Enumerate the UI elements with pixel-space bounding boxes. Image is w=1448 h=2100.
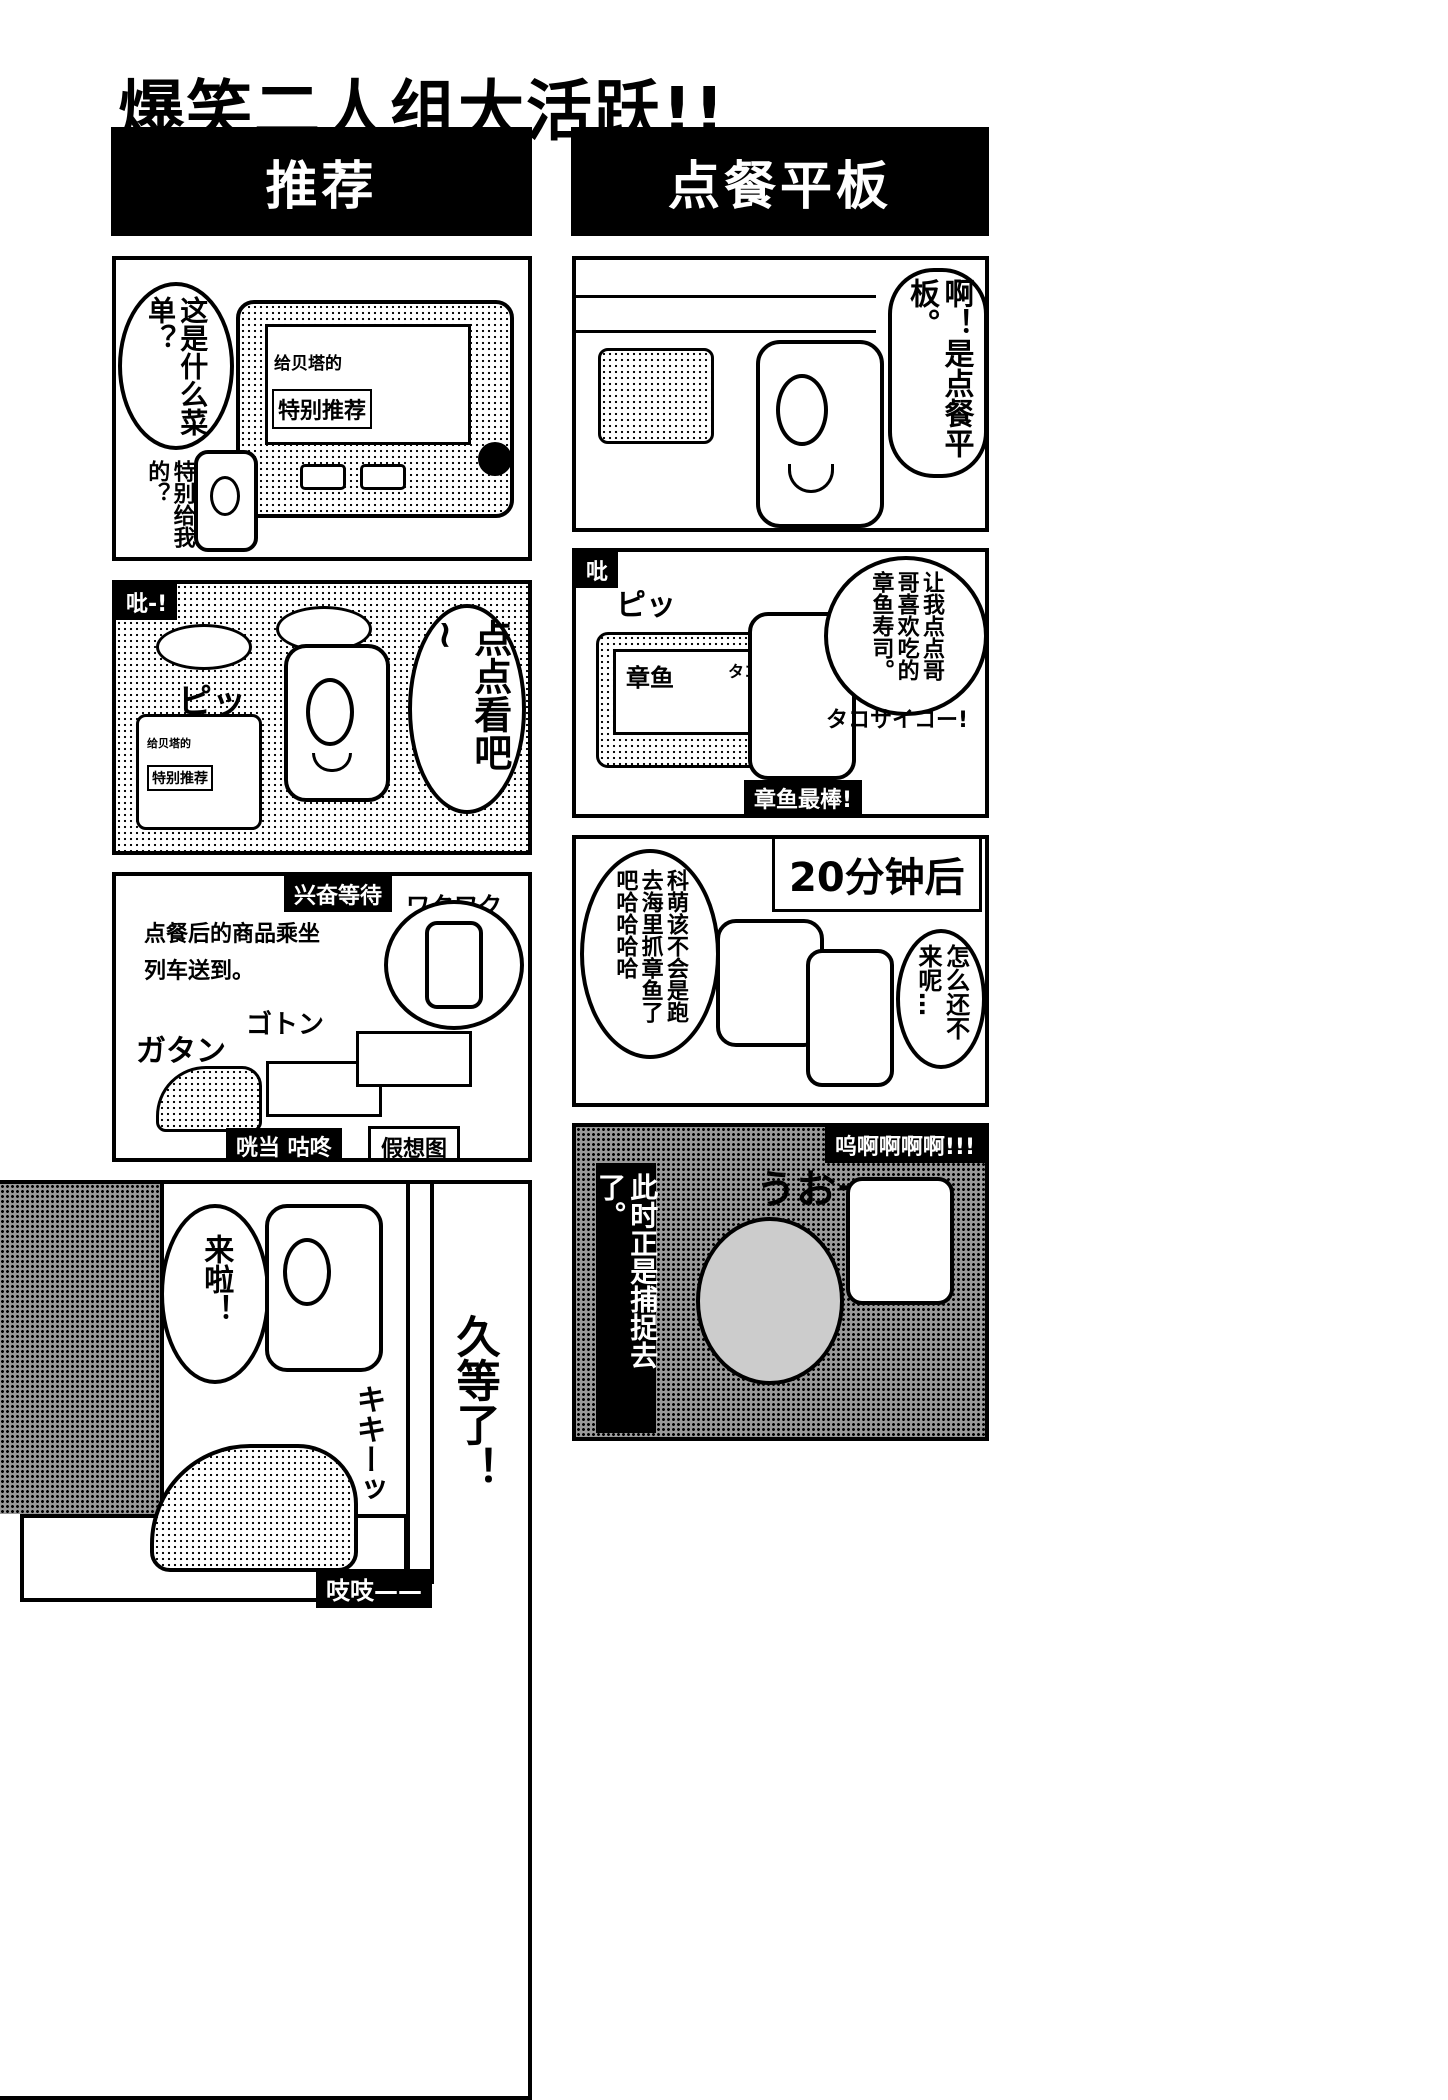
order-tablet: 给贝塔的 特别推荐 — [136, 714, 262, 830]
robot-character — [425, 921, 483, 1009]
train-car — [356, 1031, 472, 1087]
tablet-text-2: 特别推荐 — [272, 389, 373, 429]
eye-icon — [283, 1238, 331, 1306]
left-panel-2: 吡-! ピッ 给贝塔的 特别推荐 点点看吧~ — [112, 580, 532, 855]
right-panel-4: 呜啊啊啊啊!!! うおー 此时正是捕捉去了。 — [572, 1123, 989, 1441]
order-tablet — [598, 348, 714, 444]
sfx-kiki: キキーッ — [350, 1384, 386, 1504]
whisper-text: 特别给我的？ — [144, 460, 195, 548]
sfx-gatan: ガタン — [136, 1034, 226, 1069]
joystick-icon — [478, 442, 512, 476]
left-panel-1: 给贝塔的 特别推荐 这是什么菜单？ 特别给我的？ — [112, 256, 532, 561]
time-caption: 20分钟后 — [772, 839, 982, 912]
speech-text: 怎么还不来呢… — [914, 944, 970, 1040]
rail-track — [406, 1184, 434, 1584]
sfx-tag: 吱吱—— — [316, 1569, 432, 1608]
robot-character-2 — [806, 949, 894, 1087]
sfx-text: ピッ — [616, 588, 676, 623]
tablet-text-1: 给贝塔的 — [147, 737, 191, 750]
eye-icon — [306, 678, 354, 746]
delivery-train — [156, 1066, 262, 1132]
caption-tag: 章鱼最棒! — [744, 780, 863, 814]
tablet-button — [360, 464, 406, 490]
speech-bubble: 这是什么菜单？ — [118, 282, 234, 450]
rail-line — [576, 295, 876, 298]
eye-icon — [776, 374, 828, 446]
right-panel-1: 啊！是点餐平板。 — [572, 256, 989, 532]
mouth-icon — [788, 464, 834, 493]
robot-character — [756, 340, 884, 528]
speech-text: 点点看吧~ — [424, 619, 512, 771]
sfx-tag: 兴奋等待 — [284, 876, 393, 912]
octopus-icon — [696, 1217, 844, 1385]
left-panel-4: 来啦！ 久等了！ キキーッ 吱吱—— — [0, 1180, 532, 2100]
column-header-left: 推荐 — [111, 127, 532, 236]
robot-character — [846, 1177, 954, 1305]
column-header-right: 点餐平板 — [571, 127, 989, 236]
caption-text: 此时正是捕捉去了。 — [594, 1173, 660, 1369]
tablet-text-2: 特别推荐 — [147, 765, 213, 791]
rail-line — [576, 330, 876, 333]
speech-bubble: 啊！是点餐平板。 — [888, 268, 985, 478]
robot-character — [284, 644, 390, 802]
speech-text-2: 久等了！ — [448, 1314, 500, 1490]
speech-bubble: 让我点点哥哥喜欢吃的章鱼寿司。 — [824, 556, 985, 716]
delivery-train — [150, 1444, 358, 1572]
thought-bubble — [384, 900, 524, 1030]
tablet-screen: 给贝塔的 特别推荐 — [265, 324, 471, 445]
sfx-tag: 呜啊啊啊啊!!! — [824, 1127, 985, 1163]
tablet-button — [300, 464, 346, 490]
right-panel-3: 20分钟后 科萌该不会是跑去海里抓章鱼了吧哈哈哈哈 怎么还不来呢… — [572, 835, 989, 1107]
sfx-tag: 吡 — [576, 552, 619, 588]
mouth-icon — [312, 753, 352, 772]
speech-bubble: 来啦！ — [160, 1204, 270, 1384]
sfx-label: 咣当 咕咚 — [226, 1128, 342, 1158]
sushi-plate — [156, 624, 252, 670]
order-tablet: 给贝塔的 特别推荐 — [236, 300, 514, 518]
sfx-tag: 吡-! — [116, 584, 178, 620]
speech-bubble: 点点看吧~ — [408, 604, 526, 814]
robot-character — [265, 1204, 383, 1372]
eye-icon — [210, 476, 240, 516]
robot-character — [194, 450, 258, 552]
speech-text: 这是什么菜单？ — [144, 296, 210, 436]
imagine-label: 假想图 — [368, 1126, 461, 1158]
speech-bubble: 科萌该不会是跑去海里抓章鱼了吧哈哈哈哈 — [580, 849, 720, 1059]
speech-text: 科萌该不会是跑去海里抓章鱼了吧哈哈哈哈 — [612, 869, 688, 1023]
caption-box: 此时正是捕捉去了。 — [594, 1163, 660, 1433]
sfx-tako: タコサイコー! — [826, 708, 969, 733]
tablet-item: 章鱼 — [626, 664, 674, 692]
tablet-text-1: 给贝塔的 — [274, 354, 342, 374]
speech-text: 让我点点哥哥喜欢吃的章鱼寿司。 — [868, 571, 944, 681]
speech-text: 来啦！ — [198, 1234, 234, 1324]
speech-bubble: 怎么还不来呢… — [896, 929, 985, 1069]
left-panel-3: 兴奋等待 ワクワク 点餐后的商品乘坐列车送到。 ガタン ゴトン 咣当 咕咚 假想… — [112, 872, 532, 1162]
sfx-goton: ゴトン — [246, 1010, 325, 1040]
right-panel-2: 吡 ピッ 章鱼 タコ 让我点点哥哥喜欢吃的章鱼寿司。 タコサイコー! 章鱼最棒! — [572, 548, 989, 818]
speech-text: 啊！是点餐平板。 — [904, 278, 974, 458]
background-machine — [0, 1184, 164, 1514]
caption-text: 点餐后的商品乘坐列车送到。 — [144, 922, 321, 985]
